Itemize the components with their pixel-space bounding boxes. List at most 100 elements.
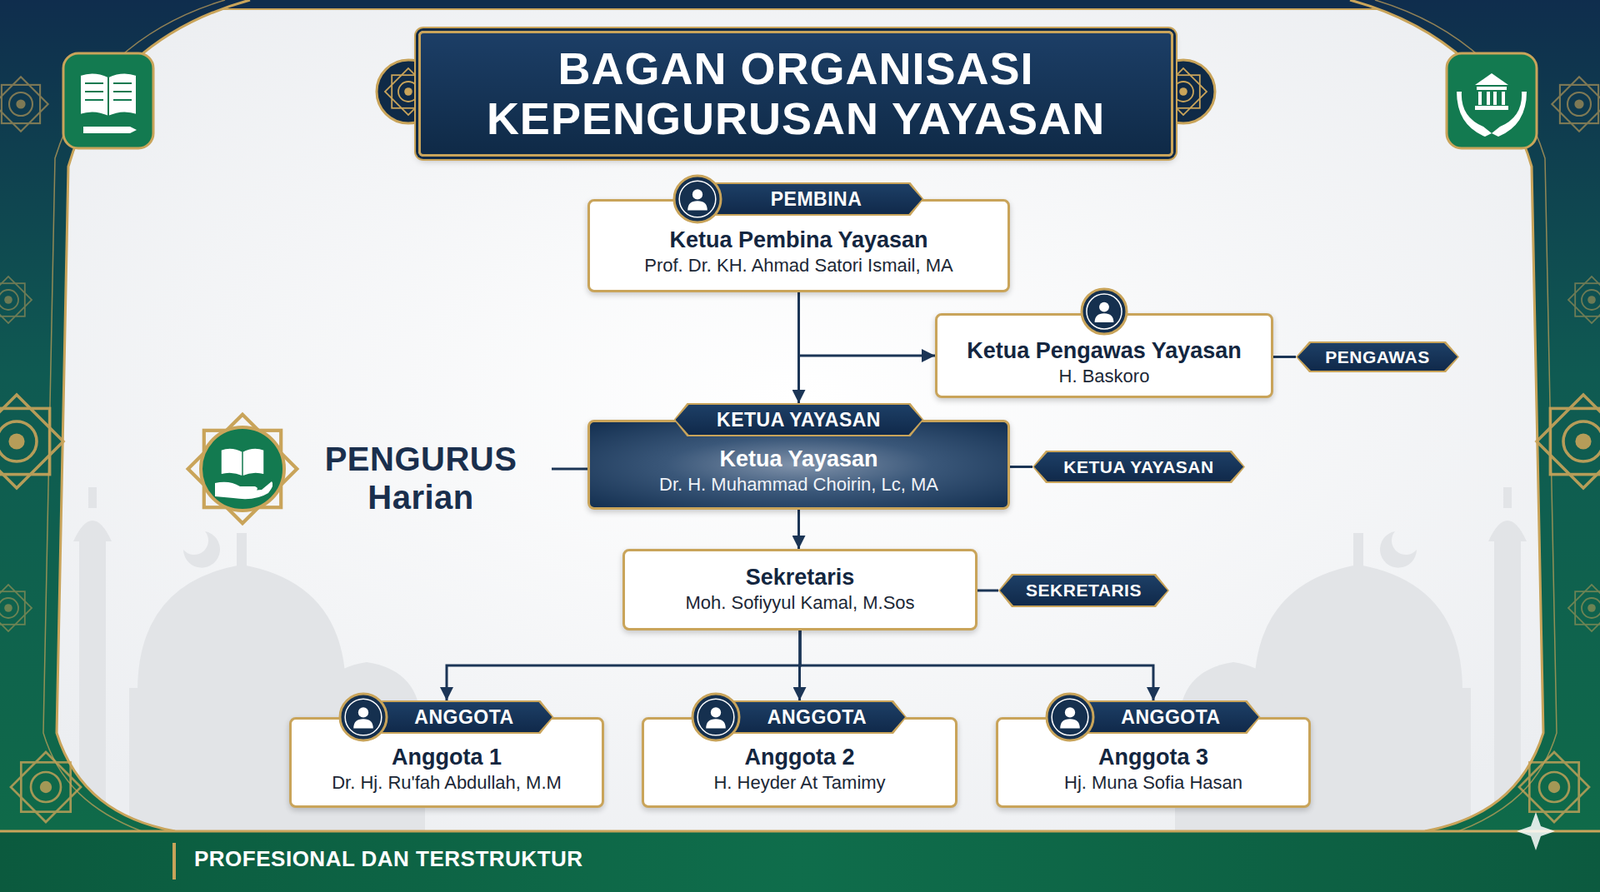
role-title: Anggota 3 <box>1064 744 1243 772</box>
decor-use <box>0 0 250 832</box>
decor-path <box>85 83 132 100</box>
icon-body <box>353 719 374 729</box>
card-content: Anggota 1Dr. Hj. Ru'fah Abdullah, M.M <box>331 744 562 796</box>
icon-ring <box>1046 694 1094 741</box>
decor-rect <box>1475 105 1509 110</box>
title-banner: BAGAN ORGANISASI KEPENGURUSAN YAYASAN <box>418 30 1174 157</box>
role-tag: PENGAWAS <box>1295 341 1460 373</box>
role-title: Ketua Pembina Yayasan <box>644 226 953 255</box>
icon-head <box>710 707 721 718</box>
tag-text: SEKRETARIS <box>1025 580 1142 601</box>
person-name: Dr. Hj. Ru'fah Abdullah, M.M <box>331 771 562 796</box>
connector <box>1010 465 1033 469</box>
icon-body <box>705 719 726 729</box>
connector <box>797 510 800 550</box>
pengurus-badge <box>188 415 298 525</box>
icon-ring <box>340 694 387 741</box>
icon-head <box>1064 707 1075 718</box>
icon-body <box>687 200 708 210</box>
connector <box>446 630 800 701</box>
mosque-silhouette <box>73 487 1527 834</box>
card-content: Ketua Pengawas YayasanH. Baskoro <box>966 337 1242 390</box>
member-box: Anggota 1Dr. Hj. Ru'fah Abdullah, M.MANG… <box>289 700 605 809</box>
person-name: Dr. H. Muhammad Choirin, Lc, MA <box>659 473 939 498</box>
person-icon <box>336 690 390 745</box>
person-icon <box>1043 690 1097 745</box>
decor-rect <box>1446 53 1537 149</box>
member-box: Ketua Pengawas YayasanH. Baskoro <box>935 313 1274 399</box>
title-text: BAGAN ORGANISASI KEPENGURUSAN YAYASAN <box>470 43 1121 145</box>
gold-line <box>0 8 1600 10</box>
frame-left <box>0 0 250 832</box>
icon-inner-ring <box>1086 294 1122 330</box>
icon-ring <box>674 175 721 223</box>
role-tag: KETUA YAYASAN <box>1032 450 1245 484</box>
decor-rect <box>1476 86 1507 90</box>
tag-text: PENGAWAS <box>1325 347 1430 368</box>
decor-path <box>220 448 265 477</box>
connector <box>977 590 999 593</box>
group-label: PENGURUS <box>300 440 542 479</box>
person-name: Prof. Dr. KH. Ahmad Satori Ismail, MA <box>644 254 953 279</box>
icon-inner-ring <box>679 180 716 218</box>
sparkle <box>1516 812 1555 851</box>
role-title: Anggota 1 <box>331 744 562 772</box>
person-name: H. Heyder At Tamimy <box>713 771 885 796</box>
card-box: SekretarisMoh. Sofiyyul Kamal, M.Sos <box>622 549 978 631</box>
tag-text: KETUA YAYASAN <box>1063 457 1214 478</box>
decor-path <box>80 72 137 117</box>
member-box: Ketua Pembina YayasanProf. Dr. KH. Ahmad… <box>587 182 1010 293</box>
decor-path <box>1456 91 1527 137</box>
card-content: Ketua Pembina YayasanProf. Dr. KH. Ahmad… <box>644 226 953 279</box>
decor-path <box>215 481 273 500</box>
footer-text: PROFESIONAL DAN TERSTRUKTUR <box>194 847 778 873</box>
card-content: Anggota 3Hj. Muna Sofia Hasan <box>1064 744 1243 796</box>
charity-badge <box>1446 53 1537 149</box>
decor-use <box>1350 0 1600 832</box>
connector <box>800 630 1154 701</box>
role-title: Ketua Pengawas Yayasan <box>966 337 1242 365</box>
leader-line <box>551 468 588 471</box>
icon-body <box>1060 719 1080 729</box>
person-name: Hj. Muna Sofia Hasan <box>1064 771 1243 796</box>
person-icon <box>670 172 725 226</box>
decor-rect <box>63 53 154 149</box>
icon-inner-ring <box>697 699 735 736</box>
connector <box>799 292 936 356</box>
icon-head <box>1099 302 1110 313</box>
member-box: Anggota 3Hj. Muna Sofia HasanANGGOTA <box>995 700 1311 809</box>
role-title: Ketua Yayasan <box>659 445 939 474</box>
decor-path <box>83 126 137 134</box>
gold-line <box>0 830 1600 834</box>
member-box: Ketua YayasanDr. H. Muhammad Choirin, Lc… <box>587 403 1010 510</box>
icon-ring <box>692 694 740 741</box>
role-tab: KETUA YAYASAN <box>674 403 925 437</box>
card-content: Anggota 2H. Heyder At Tamimy <box>713 744 885 796</box>
decor-g <box>446 292 1296 701</box>
icon-inner-ring <box>1051 699 1089 736</box>
card-content: SekretarisMoh. Sofiyyul Kamal, M.Sos <box>685 564 915 616</box>
person-name: H. Baskoro <box>966 365 1242 390</box>
person-icon <box>689 690 743 745</box>
connector <box>1273 355 1296 359</box>
decor-path <box>1475 73 1509 85</box>
icon-head <box>357 707 368 718</box>
icon-inner-ring <box>345 699 382 736</box>
icon-body <box>1095 313 1115 323</box>
gold-bar <box>172 843 176 880</box>
decor-use <box>188 415 298 525</box>
icon-ring <box>1081 289 1127 335</box>
icon-head <box>691 189 702 200</box>
frame-right <box>1350 0 1600 832</box>
decor-path <box>1480 91 1504 105</box>
member-box: SekretarisMoh. Sofiyyul Kamal, M.Sos <box>622 549 978 631</box>
bottom-band <box>0 831 1600 892</box>
card-content: Ketua YayasanDr. H. Muhammad Choirin, Lc… <box>659 445 939 498</box>
person-icon <box>1078 285 1130 338</box>
role-tag: SEKRETARIS <box>998 574 1170 608</box>
tab-text: KETUA YAYASAN <box>674 403 925 437</box>
role-title: Anggota 2 <box>713 744 885 772</box>
decor-circle <box>200 427 285 511</box>
